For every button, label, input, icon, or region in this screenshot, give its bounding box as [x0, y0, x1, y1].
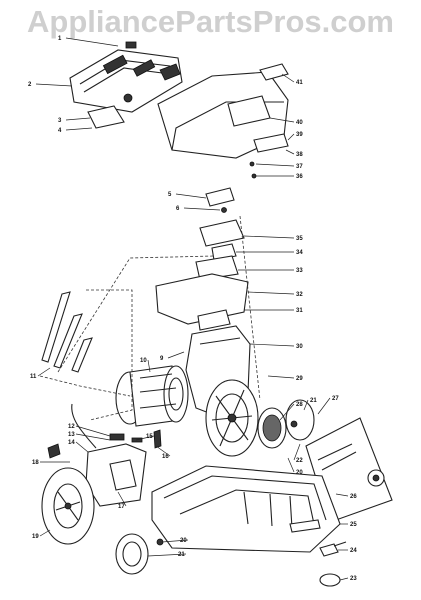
- callout-number: 17: [118, 504, 125, 510]
- callout-number: 4: [58, 128, 62, 134]
- callout-number: 35: [296, 236, 303, 242]
- plug-and-clips: [153, 429, 347, 587]
- callout-number: 26: [350, 494, 357, 500]
- callout-leader-21: [303, 399, 309, 411]
- filter-cover: [285, 399, 315, 441]
- callout-number: 32: [296, 292, 303, 298]
- callout-number: 22: [296, 458, 303, 464]
- callout-number: 10: [140, 358, 147, 364]
- wand-tubes: [39, 215, 261, 421]
- callout-number: 6: [176, 206, 180, 212]
- callout-number: 36: [296, 174, 303, 180]
- callout-number: 20: [180, 538, 187, 544]
- callout-leader-20: [161, 539, 189, 543]
- callout-leader-6: [183, 207, 221, 211]
- callout-number: 16: [162, 454, 169, 460]
- callout-number: 30: [296, 344, 303, 350]
- callout-number: 15: [146, 434, 153, 440]
- callout-number: 14: [68, 440, 75, 446]
- callout-leader-40: [269, 117, 295, 123]
- callout-number: 1: [58, 36, 62, 42]
- screen-disc: [257, 407, 287, 449]
- callout-number: 5: [168, 192, 172, 198]
- callout-number: 2: [28, 82, 32, 88]
- callout-leader-3: [65, 117, 91, 121]
- callout-leader-15: [135, 435, 155, 441]
- callout-number: 38: [296, 152, 303, 158]
- motor: [115, 365, 189, 427]
- rear-wheel: [41, 467, 95, 545]
- callout-leader-19: [39, 529, 51, 537]
- callout-number: 29: [296, 376, 303, 382]
- top-cover: [157, 63, 289, 179]
- callout-leader-39: [287, 133, 295, 141]
- callout-leader-29: [267, 375, 295, 379]
- callout-leader-22: [293, 443, 301, 461]
- callout-leader-16: [155, 445, 171, 457]
- callout-leader-28: [279, 403, 295, 421]
- callout-number: 27: [332, 396, 339, 402]
- callout-number: 21: [178, 552, 185, 558]
- callout-number: 28: [296, 402, 303, 408]
- cord-reel: [47, 403, 147, 507]
- callout-number: 3: [58, 118, 62, 124]
- callout-leader-32: [247, 291, 295, 295]
- callout-leader-13: [75, 433, 111, 441]
- callout-leader-23: [339, 577, 349, 581]
- callout-number: 13: [68, 432, 75, 438]
- callout-leader-38: [285, 149, 295, 155]
- callout-number: 41: [296, 80, 303, 86]
- callout-leader-12: [75, 425, 111, 437]
- callout-leader-2: [35, 83, 73, 87]
- callout-number: 39: [296, 132, 303, 138]
- callout-leader-10: [147, 359, 151, 373]
- callout-number: 18: [32, 460, 39, 466]
- callout-leader-1: [65, 37, 119, 47]
- callout-leader-11: [37, 367, 51, 377]
- callout-leader-21: [147, 553, 187, 557]
- callout-number: 25: [350, 522, 357, 528]
- front-wheel: [115, 533, 149, 575]
- fan-disc: [205, 379, 259, 457]
- callout-leader-4: [65, 127, 93, 131]
- callout-number: 20: [296, 470, 303, 476]
- callout-number: 40: [296, 120, 303, 126]
- site-watermark: AppliancePartsPros.com: [27, 4, 394, 39]
- callout-number: 37: [296, 164, 303, 170]
- callout-leader-26: [335, 493, 349, 497]
- callout-number: 23: [350, 576, 357, 582]
- callout-number: 11: [30, 374, 37, 380]
- callout-number: 9: [160, 356, 164, 362]
- callout-number: 21: [310, 398, 317, 404]
- callout-leader-27: [317, 397, 331, 415]
- switch-parts: [155, 187, 249, 331]
- callout-leader-35: [243, 235, 295, 239]
- callout-leader-41: [281, 73, 295, 83]
- callout-number: 24: [350, 548, 357, 554]
- callout-leader-30: [249, 343, 295, 347]
- callout-leader-9: [167, 351, 185, 359]
- callout-leader-14: [75, 441, 89, 453]
- callout-number: 33: [296, 268, 303, 274]
- callout-leader-20: [287, 457, 295, 473]
- callout-leader-37: [255, 163, 295, 167]
- callout-leader-17: [117, 491, 127, 507]
- base-body: [151, 465, 341, 553]
- callout-number: 19: [32, 534, 39, 540]
- handle-assembly: [69, 41, 183, 129]
- callout-leader-5: [175, 193, 207, 199]
- callout-number: 12: [68, 424, 75, 430]
- callout-number: 34: [296, 250, 303, 256]
- callout-number: 31: [296, 308, 303, 314]
